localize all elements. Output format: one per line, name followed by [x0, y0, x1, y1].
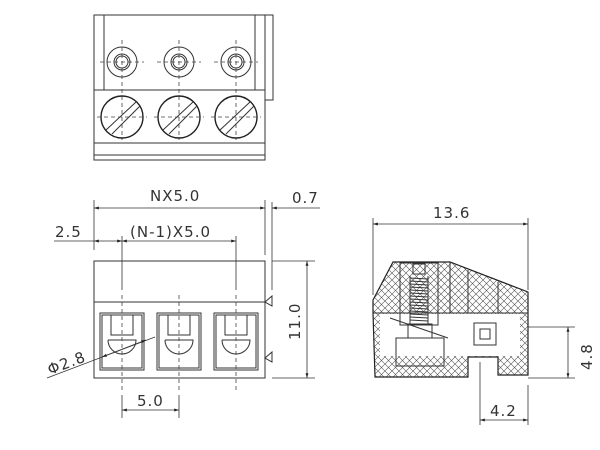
side-view: 13.6 4.8 4.2 — [372, 204, 596, 425]
clamp-jaw — [167, 315, 191, 336]
hatch-line — [111, 105, 141, 135]
dim-span: (N-1)X5.0 — [130, 223, 211, 241]
screw-thread — [409, 298, 429, 301]
hatch-line — [162, 101, 194, 131]
wire-hole — [221, 339, 251, 355]
hatch-line — [168, 105, 198, 135]
screw-thread — [409, 319, 429, 322]
top-view — [93, 14, 274, 161]
screw-thread — [409, 313, 429, 316]
screw-thread — [409, 304, 429, 307]
screw-thread — [409, 310, 429, 313]
hatch-line — [225, 105, 255, 135]
screw-thread — [409, 292, 429, 295]
dim-edge: 2.5 — [55, 223, 82, 241]
dim-pitch: 5.0 — [137, 392, 164, 410]
screw-thread — [409, 289, 429, 292]
screw-thread — [409, 277, 429, 280]
front-view: NX5.0 0.7 2.5 (N-1)X5.0 11.0 5.0 Φ2.8 — [45, 187, 320, 418]
dim-pin-offset: 4.2 — [490, 402, 517, 420]
screw-thread — [409, 301, 429, 304]
wire-slot-inner — [215, 314, 257, 369]
dim-height: 11.0 — [286, 303, 304, 340]
dim-offset: 0.7 — [292, 189, 319, 207]
screw-thread — [409, 280, 429, 283]
wire-hole — [164, 339, 194, 355]
screw-thread — [409, 316, 429, 319]
dim-depth: 13.6 — [433, 204, 470, 222]
screw-slot — [412, 263, 426, 275]
clamp-jaw — [224, 315, 248, 336]
screw-thread — [409, 307, 429, 310]
dim-pin-height: 4.8 — [578, 343, 596, 370]
hatch-line — [219, 101, 251, 131]
screw-thread — [409, 283, 429, 286]
wire-slot-inner — [158, 314, 200, 369]
clamp-jaw — [110, 315, 134, 336]
dim-total-width: NX5.0 — [150, 187, 200, 205]
dim-hole-diameter: Φ2.8 — [45, 348, 88, 379]
hatch-line — [105, 101, 137, 131]
screw-thread — [409, 295, 429, 298]
screw-thread — [409, 286, 429, 289]
